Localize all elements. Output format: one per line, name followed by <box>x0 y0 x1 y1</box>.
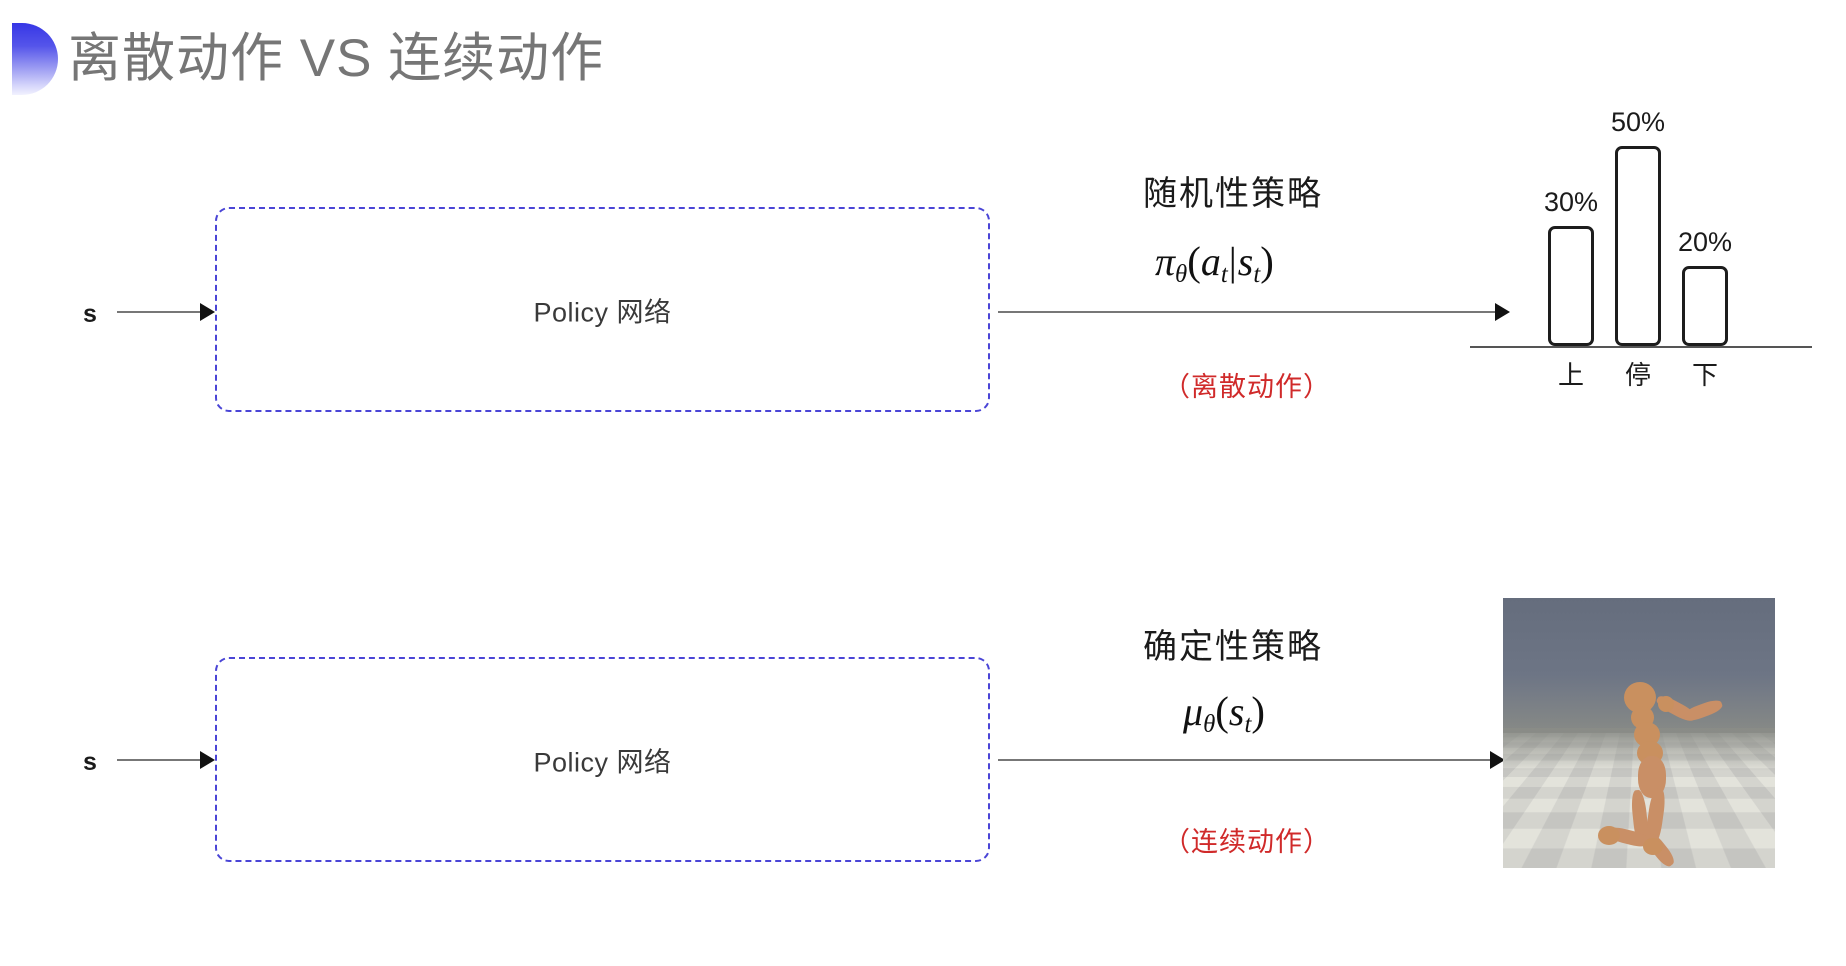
deterministic-policy-formula: μθ(st) <box>1183 688 1265 739</box>
policy-network-box-continuous[interactable]: Policy 网络 <box>215 657 990 862</box>
arrow-state-to-policy-continuous <box>117 759 213 761</box>
arrow-policy-to-output-discrete <box>998 311 1508 313</box>
arrow-policy-to-output-continuous <box>998 759 1503 761</box>
formula-mu-symbol: μ <box>1183 689 1204 734</box>
deterministic-policy-heading: 确定性策略 <box>1143 628 1323 666</box>
half-circle-gradient-icon <box>12 23 58 95</box>
policy-network-box-discrete[interactable]: Policy 网络 <box>215 207 990 412</box>
bar-value-0: 30% <box>1543 187 1599 217</box>
formula-state-symbol-2: s <box>1228 689 1245 734</box>
arrow-state-to-policy-discrete <box>117 311 213 313</box>
stochastic-policy-heading: 随机性策略 <box>1143 175 1323 213</box>
discrete-action-note: （离散动作） <box>1163 372 1331 402</box>
bar-rect-2 <box>1682 266 1728 346</box>
humanoid-simulation-image <box>1503 598 1775 868</box>
humanoid-front-foot <box>1643 838 1663 855</box>
bar-category-1: 停 <box>1624 360 1652 390</box>
policy-network-label-continuous: Policy 网络 <box>533 747 672 777</box>
bar-rect-1 <box>1615 146 1661 346</box>
formula-action-symbol: a <box>1200 239 1221 284</box>
formula-state-subscript-2: t <box>1244 710 1252 738</box>
humanoid-shoulder <box>1658 696 1674 712</box>
bar-category-0: 上 <box>1557 360 1585 390</box>
bar-category-2: 下 <box>1691 360 1719 390</box>
chart-baseline-axis <box>1470 346 1812 348</box>
input-state-label-continuous: s <box>83 748 97 776</box>
humanoid-rear-foot <box>1598 826 1620 845</box>
bar-value-2: 20% <box>1677 227 1733 257</box>
page-title: 离散动作 VS 连续动作 <box>68 29 605 88</box>
formula-open-paren-1: ( <box>1187 239 1201 284</box>
input-state-label-discrete: s <box>83 300 97 328</box>
formula-open-paren-2: ( <box>1215 689 1229 734</box>
bar-value-1: 50% <box>1610 107 1666 137</box>
continuous-action-note: （连续动作） <box>1163 827 1331 857</box>
formula-conditional-bar: | <box>1228 239 1237 284</box>
formula-pi-symbol: π <box>1155 239 1176 284</box>
formula-state-symbol: s <box>1237 239 1254 284</box>
formula-action-subscript: t <box>1220 260 1228 288</box>
stochastic-policy-formula: πθ(at|st) <box>1155 238 1274 289</box>
formula-mu-subscript: θ <box>1203 710 1216 738</box>
formula-pi-subscript: θ <box>1175 260 1188 288</box>
discrete-action-bar-chart: 30% 上 50% 停 20% 下 <box>1470 96 1830 396</box>
formula-close-paren-1: ) <box>1260 239 1274 284</box>
bar-rect-0 <box>1548 226 1594 346</box>
formula-state-subscript: t <box>1253 260 1261 288</box>
formula-close-paren-2: ) <box>1251 689 1265 734</box>
policy-network-label-discrete: Policy 网络 <box>533 297 672 327</box>
